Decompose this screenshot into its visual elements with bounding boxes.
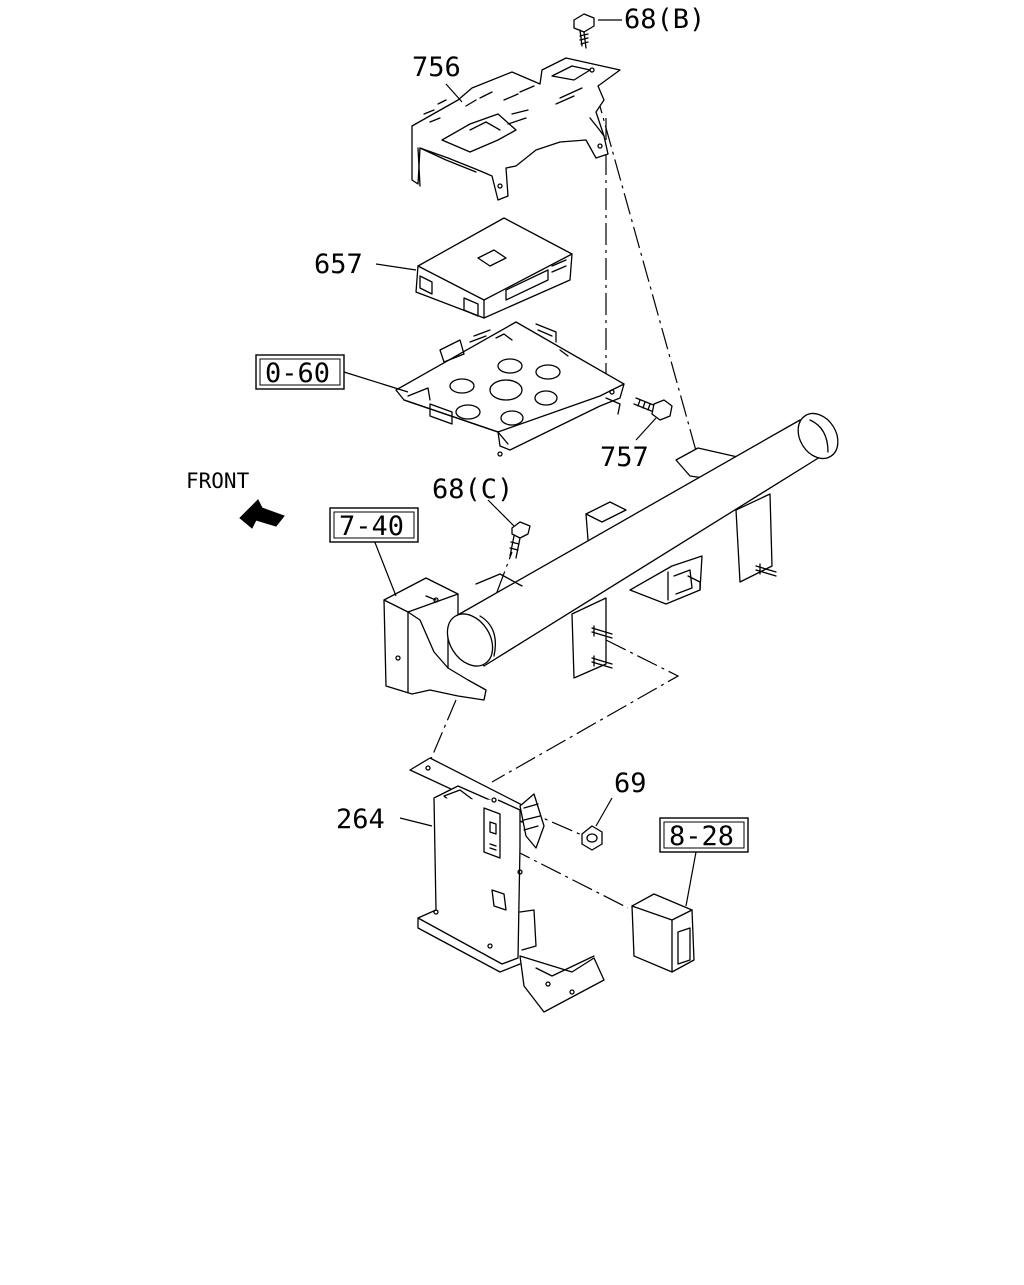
bracket-264 — [409, 757, 605, 1013]
label-756: 756 — [412, 52, 461, 83]
tray — [395, 321, 625, 457]
label-69: 69 — [614, 768, 647, 799]
relay-8-28 — [631, 893, 695, 973]
ref-box-7-40: 7-40 — [329, 507, 419, 543]
label-0-60: 0-60 — [265, 358, 330, 389]
control-unit-657 — [415, 217, 573, 319]
ref-box-8-28: 8-28 — [659, 817, 749, 853]
bolt-757 — [633, 397, 673, 421]
label-68c: 68(C) — [432, 474, 513, 505]
label-7-40: 7-40 — [339, 511, 404, 542]
cross-beam-assembly — [383, 412, 839, 701]
nut-69 — [581, 825, 603, 851]
bolt-68b — [573, 13, 595, 49]
ref-box-0-60: 0-60 — [255, 354, 345, 390]
label-264: 264 — [336, 804, 385, 835]
label-8-28: 8-28 — [669, 821, 734, 852]
leader-lines — [343, 19, 697, 907]
label-657: 657 — [314, 249, 363, 280]
label-front: FRONT — [186, 469, 250, 493]
bracket-756 — [411, 57, 621, 201]
bolt-68c — [509, 521, 531, 559]
label-757: 757 — [600, 442, 649, 473]
front-arrow-icon — [239, 499, 285, 529]
label-68b: 68(B) — [624, 4, 705, 35]
